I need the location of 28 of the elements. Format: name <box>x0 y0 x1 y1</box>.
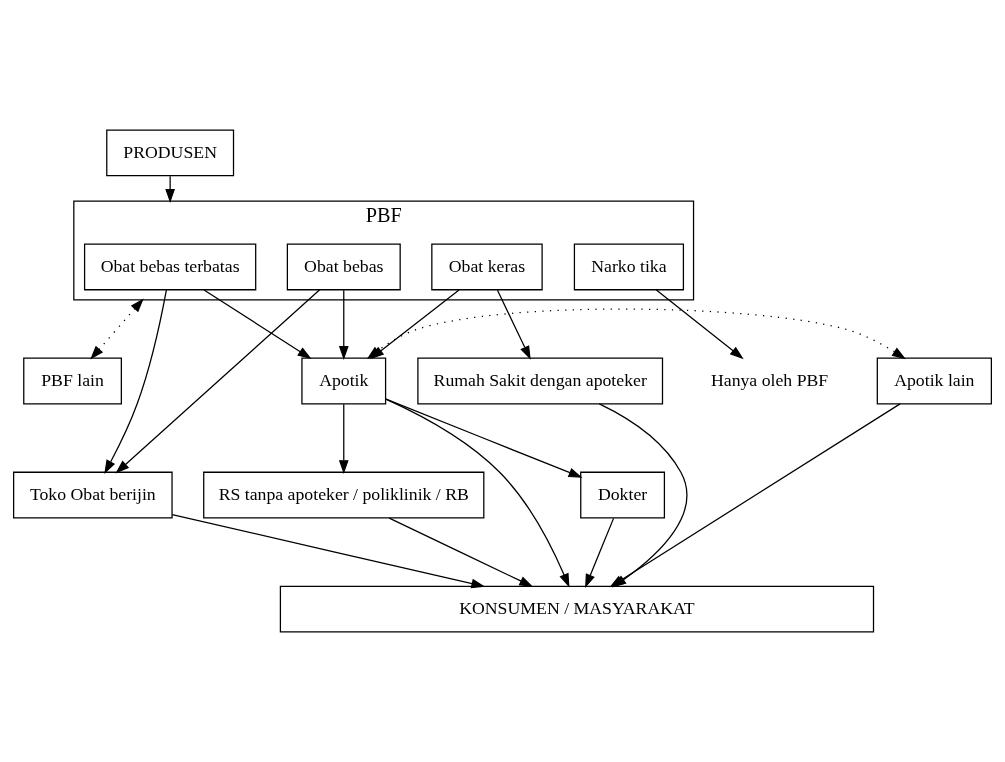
node-box: PRODUSEN <box>106 129 235 177</box>
arrow <box>203 289 312 360</box>
arrow <box>385 398 583 478</box>
arrow <box>165 175 176 203</box>
arrow <box>338 289 349 361</box>
node-box: Dokter <box>580 471 666 519</box>
node-box: PBF lain <box>23 357 122 405</box>
arrow <box>171 513 486 589</box>
node-box: Obat keras <box>431 243 543 291</box>
arrow <box>585 517 615 588</box>
node-box: Apotik <box>301 357 387 405</box>
node-text: Hanya oleh PBF <box>710 369 829 390</box>
arrow <box>104 289 168 474</box>
node-box: Apotik lain <box>876 357 992 405</box>
node-box: Narko tika <box>573 243 685 291</box>
node-box: Obat bebas terbatas <box>83 243 257 291</box>
node-box: Obat bebas <box>286 243 401 291</box>
node-box: Rumah Sakit dengan apoteker <box>417 357 664 405</box>
arrow <box>115 289 321 474</box>
arrow <box>496 289 531 360</box>
arrow <box>338 403 349 475</box>
node-box: RS tanpa apoteker / poliklinik / RB <box>203 471 485 519</box>
node-box: KONSUMEN / MASYARAKAT <box>279 585 875 633</box>
arrow <box>655 289 744 360</box>
arrow <box>90 298 144 360</box>
node-box: Toko Obat berijin <box>13 471 173 519</box>
arrow <box>388 517 534 587</box>
arrow <box>385 398 570 588</box>
